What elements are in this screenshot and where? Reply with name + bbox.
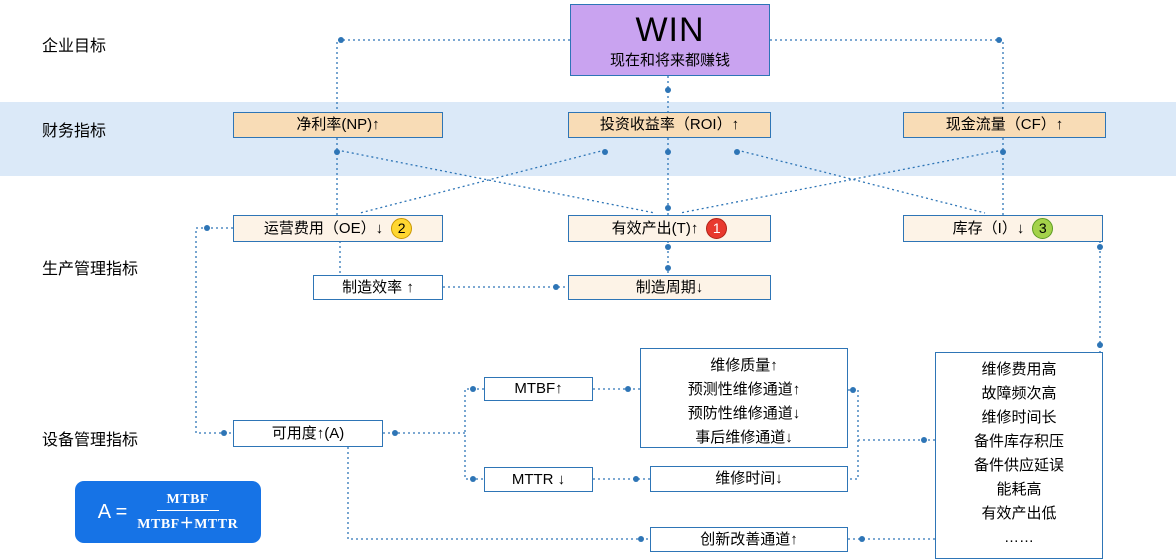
maintenance-channel-line: 事后维修通道↓ [695,429,793,446]
maintenance-channel-line: 预防性维修通道↓ [687,405,801,422]
maintenance-channels-box: 维修质量↑ 预测性维修通道↑ 预防性维修通道↓ 事后维修通道↓ [640,348,848,448]
formula-fraction: MTBF MTBF＋MTTR [137,492,238,533]
throughput-label: 有效产出(T)↑ [611,219,699,237]
connector-dots [204,37,1103,542]
row-label-finance-indicators: 财务指标 [42,123,107,140]
mttr-box: MTTR ↓ [484,467,593,492]
maintenance-channel-line: 维修质量↑ [710,357,778,374]
availability-box: 可用度↑(A) [233,420,383,447]
manufacturing-efficiency-box: 制造效率 ↑ [313,275,443,300]
manufacturing-cycle-box: 制造周期↓ [568,275,771,300]
row-label-equipment-indicators: 设备管理指标 [42,432,139,449]
problem-line: 有效产出低 [981,505,1057,522]
mtbf-box: MTBF↑ [484,377,593,401]
problem-line: 维修费用高 [981,361,1057,378]
maintenance-channel-line: 预测性维修通道↑ [687,381,801,398]
throughput-box: 有效产出(T)↑ 1 [568,215,771,242]
inventory-label: 库存（I）↓ [952,219,1025,237]
goal-box: WIN 现在和将来都赚钱 [570,4,770,76]
inventory-box: 库存（I）↓ 3 [903,215,1103,242]
row-label-production-indicators: 生产管理指标 [42,261,139,278]
innovation-channel-box: 创新改善通道↑ [650,527,848,552]
priority-badge-2: 2 [391,218,413,239]
formula-lhs: A = [97,500,128,523]
cash-flow-box: 现金流量（CF）↑ [903,112,1106,138]
priority-badge-1: 1 [706,218,728,239]
repair-time-box: 维修时间↓ [650,466,848,492]
row-label-enterprise-goal: 企业目标 [42,38,107,55]
operating-expense-label: 运营费用（OE）↓ [263,219,384,237]
problem-line: 备件库存积压 [973,433,1064,450]
problem-line: 故障频次高 [981,385,1057,402]
net-profit-box: 净利率(NP)↑ [233,112,443,138]
priority-badge-3: 3 [1032,218,1054,239]
problems-box: 维修费用高 故障频次高 维修时间长 备件库存积压 备件供应延误 能耗高 有效产出… [935,352,1103,559]
roi-box: 投资收益率（ROI）↑ [568,112,771,138]
availability-formula-box: A = MTBF MTBF＋MTTR [75,481,261,543]
problem-line: …… [1004,529,1034,546]
operating-expense-box: 运营费用（OE）↓ 2 [233,215,443,242]
formula-numerator: MTBF [156,492,219,511]
problem-line: 维修时间长 [981,409,1057,426]
problem-line: 能耗高 [996,481,1042,498]
goal-subtitle: 现在和将来都赚钱 [609,52,730,70]
formula-denominator: MTBF＋MTTR [137,516,239,532]
goal-title: WIN [635,10,705,49]
problem-line: 备件供应延误 [973,457,1064,474]
